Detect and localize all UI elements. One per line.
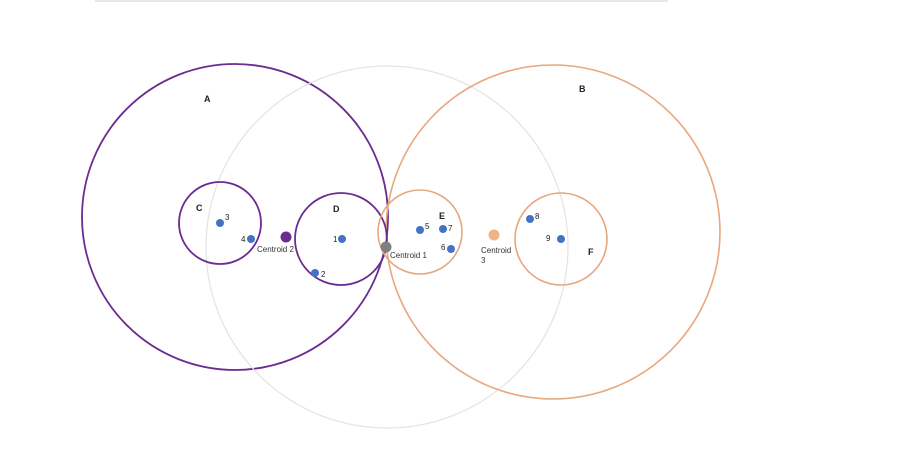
- circles-layer: A B C D E F: [81, 63, 721, 429]
- circle-label-a: A: [204, 94, 211, 104]
- point-4: [247, 235, 255, 243]
- point-2: [311, 269, 319, 277]
- point-1: [338, 235, 346, 243]
- point-9: [557, 235, 565, 243]
- point-label-5: 5: [425, 222, 430, 231]
- centroid-1-marker: [380, 241, 392, 253]
- point-6: [447, 245, 455, 253]
- point-label-8: 8: [535, 212, 540, 221]
- point-7: [439, 225, 447, 233]
- centroid-2-label: Centroid 2: [257, 245, 294, 254]
- circle-e: [377, 189, 463, 275]
- point-label-9: 9: [546, 234, 551, 243]
- circle-label-e: E: [439, 211, 445, 221]
- point-label-1: 1: [333, 235, 338, 244]
- circle-f: [514, 192, 608, 286]
- centroid-3-marker: [488, 229, 500, 241]
- point-label-3: 3: [225, 213, 230, 222]
- centroid-2-marker: [280, 231, 292, 243]
- point-label-2: 2: [321, 270, 326, 279]
- circle-b: [385, 64, 721, 400]
- circle-c: [178, 181, 262, 265]
- point-8: [526, 215, 534, 223]
- point-label-7: 7: [448, 224, 453, 233]
- point-label-4: 4: [241, 235, 246, 244]
- circle-gray: [205, 65, 569, 429]
- circle-label-c: C: [196, 203, 203, 213]
- circle-label-b: B: [579, 84, 586, 94]
- centroid-1-label: Centroid 1: [390, 251, 427, 260]
- point-3: [216, 219, 224, 227]
- circle-d: [294, 192, 388, 286]
- circle-a: [81, 63, 389, 371]
- point-label-6: 6: [441, 243, 446, 252]
- circle-label-f: F: [588, 247, 594, 257]
- circle-label-d: D: [333, 204, 340, 214]
- points-layer: 1 2 3 4 5 6 7 8 9: [216, 212, 565, 279]
- point-5: [416, 226, 424, 234]
